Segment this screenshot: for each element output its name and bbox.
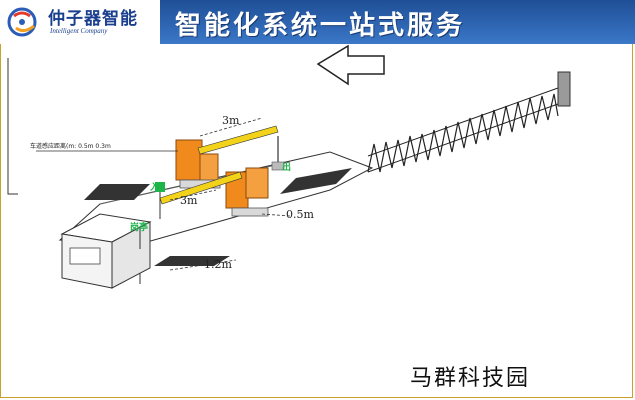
barrier-arm: [159, 125, 279, 205]
entry-label: 入: [149, 182, 159, 193]
exit-pole: [271, 136, 285, 171]
outline-left: [7, 58, 18, 195]
company-subtitle: Intelligent Company: [50, 27, 108, 35]
dimension-gap-label: 0.5m: [286, 208, 314, 221]
barrier-gate-rear: [175, 139, 221, 189]
dimension-barrier-label: 3m: [222, 114, 240, 127]
exit-label: 出: [282, 161, 291, 173]
dimension-lines: [36, 117, 291, 271]
booth-label: 岗亭: [130, 221, 148, 233]
location-caption: 马群科技园: [410, 366, 531, 391]
direction-arrow-icon: [316, 44, 385, 86]
dimension-lane-label: 3m: [180, 194, 198, 207]
sliding-gate: [367, 71, 571, 173]
guard-booth: [60, 213, 152, 289]
page-title: 智能化系统一站式服务: [175, 11, 466, 41]
logo: 仲子器智能 Intelligent Company: [0, 0, 160, 44]
dimension-booth-label: 1.2m: [204, 258, 232, 271]
side-note: 车道感应距离(m: 0.5m 0.3m: [30, 142, 111, 150]
header-banner: 仲子器智能 Intelligent Company 智能化系统一站式服务: [0, 0, 635, 44]
entry-sign-icon: [155, 182, 165, 219]
logo-mark-icon: [7, 7, 37, 37]
parking-gate-diagram: 车道感应距离(m: 0.5m 0.3m 3m 3m 0.5m 1.2m 入 出 …: [7, 44, 571, 289]
company-name: 仲子器智能: [48, 9, 138, 29]
